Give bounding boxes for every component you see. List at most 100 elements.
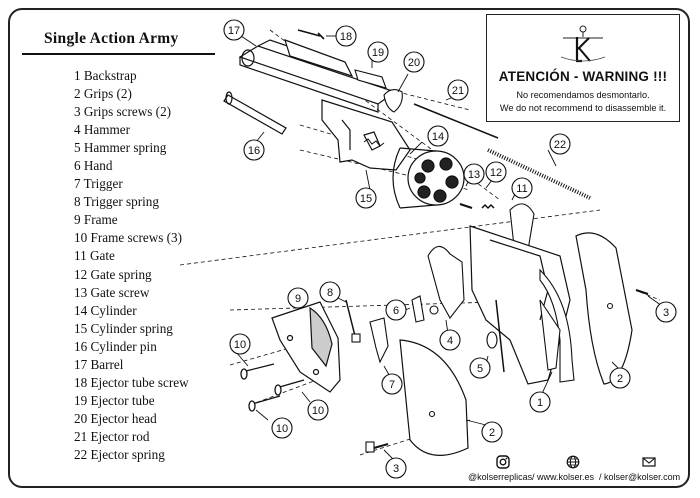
callout-16: 16	[243, 139, 265, 161]
callout-number: 15	[360, 193, 372, 205]
callout-number: 21	[452, 85, 464, 97]
hammer-spring-part	[495, 299, 505, 373]
ejector-tube-screw-part	[297, 29, 325, 40]
callout-circle	[287, 287, 309, 309]
callout-number: 10	[276, 423, 288, 435]
frame-screws-part	[240, 363, 305, 412]
warning-text-en: We do not recommend to disassemble it.	[499, 103, 667, 113]
gate-screw-part	[459, 202, 473, 210]
callout-number: 3	[663, 307, 669, 319]
parts-list-item: 14 Cylinder	[74, 302, 137, 318]
callout-number: 16	[248, 145, 260, 157]
callout-number: 17	[228, 25, 240, 37]
page-frame	[8, 8, 690, 488]
frame-part	[271, 301, 341, 393]
contact-separator: /	[532, 472, 535, 482]
globe-icon	[566, 455, 580, 469]
cylinder-part	[392, 147, 465, 209]
parts-list-item: 11 Gate	[74, 248, 115, 264]
callout-circle	[427, 125, 449, 147]
frame-body-part	[321, 99, 411, 171]
callout-22: 22	[549, 133, 571, 155]
gate-spring-part	[481, 203, 495, 210]
callout-circle	[549, 133, 571, 155]
cylinder-spring-part	[363, 138, 385, 147]
callout-circle	[223, 19, 245, 41]
callout-number: 5	[477, 363, 483, 375]
cylinder-pin-part	[223, 91, 287, 135]
parts-list-item: 8 Trigger spring	[74, 194, 159, 210]
callout-15: 15	[355, 187, 377, 209]
callout-number: 6	[393, 305, 399, 317]
hand-pin	[429, 305, 439, 315]
callout-circle	[655, 301, 677, 323]
parts-list-item: 13 Gate screw	[74, 284, 150, 300]
parts-list-item: 6 Hand	[74, 158, 113, 174]
parts-list-item: 15 Cylinder spring	[74, 320, 173, 336]
parts-list-item: 18 Ejector tube screw	[74, 374, 189, 390]
callout-number: 2	[617, 373, 623, 385]
hammer-spring-roller	[486, 331, 498, 349]
callout-21: 21	[447, 79, 469, 101]
parts-list-item: 21 Ejector rod	[74, 428, 150, 444]
callout-number: 8	[327, 287, 333, 299]
callout-number: 4	[447, 335, 453, 347]
callout-3: 3	[655, 301, 677, 323]
callout-number: 11	[516, 183, 527, 195]
callout-circle	[609, 367, 631, 389]
callout-circle	[481, 421, 503, 443]
callout-number: 10	[312, 405, 324, 417]
callout-2: 2	[609, 367, 631, 389]
ejector-rod-part	[413, 103, 499, 139]
parts-list-title: Single Action Army	[44, 30, 179, 47]
callout-number: 13	[468, 169, 480, 181]
parts-list-item: 4 Hammer	[74, 122, 131, 138]
callout-19: 19	[367, 41, 389, 63]
hammer-part	[427, 245, 465, 319]
parts-list-item: 20 Ejector head	[74, 410, 157, 426]
callout-circle	[469, 357, 491, 379]
callout-circle	[229, 333, 251, 355]
callout-number: 9	[295, 293, 301, 305]
callout-2: 2	[481, 421, 503, 443]
callout-7: 7	[381, 373, 403, 395]
callout-14: 14	[427, 125, 449, 147]
callout-circle	[307, 399, 329, 421]
callout-1: 1	[529, 391, 551, 413]
callout-circle	[403, 51, 425, 73]
parts-list-item: 12 Gate spring	[74, 266, 152, 282]
callout-circle	[367, 41, 389, 63]
callout-20: 20	[403, 51, 425, 73]
parts-list-item: 19 Ejector tube	[74, 392, 155, 408]
trigger-guard-part	[539, 299, 561, 371]
hand-part	[411, 295, 425, 323]
ejector-head-part	[383, 89, 403, 113]
callout-circle	[529, 391, 551, 413]
callout-10: 10	[229, 333, 251, 355]
instagram-icon	[496, 455, 510, 469]
parts-list-item: 22 Ejector spring	[74, 446, 165, 462]
parts-list-item: 10 Frame screws (3)	[74, 230, 183, 246]
instagram-handle[interactable]: @kolserreplicas	[468, 472, 533, 482]
email-link[interactable]: kolser@kolser.com	[604, 472, 681, 482]
ejector-spring-part	[487, 148, 591, 200]
callout-13: 13	[463, 163, 485, 185]
parts-list-item: 3 Grips screws (2)	[74, 104, 172, 120]
callout-circle	[355, 187, 377, 209]
callout-number: 1	[537, 397, 543, 409]
callout-11: 11	[511, 177, 533, 199]
website-link[interactable]: www.kolser.es	[537, 472, 595, 482]
title-underline	[22, 53, 215, 55]
grip-right-part	[575, 232, 633, 385]
callout-8: 8	[319, 281, 341, 303]
callout-6: 6	[385, 299, 407, 321]
callout-circle	[243, 139, 265, 161]
callout-circle	[439, 329, 461, 351]
grip-right-screw-hole	[606, 302, 614, 310]
gate-part	[509, 203, 535, 251]
callout-circle	[511, 177, 533, 199]
callout-number: 14	[432, 131, 444, 143]
callout-number: 2	[489, 427, 495, 439]
ejector-tube-part	[354, 69, 387, 89]
